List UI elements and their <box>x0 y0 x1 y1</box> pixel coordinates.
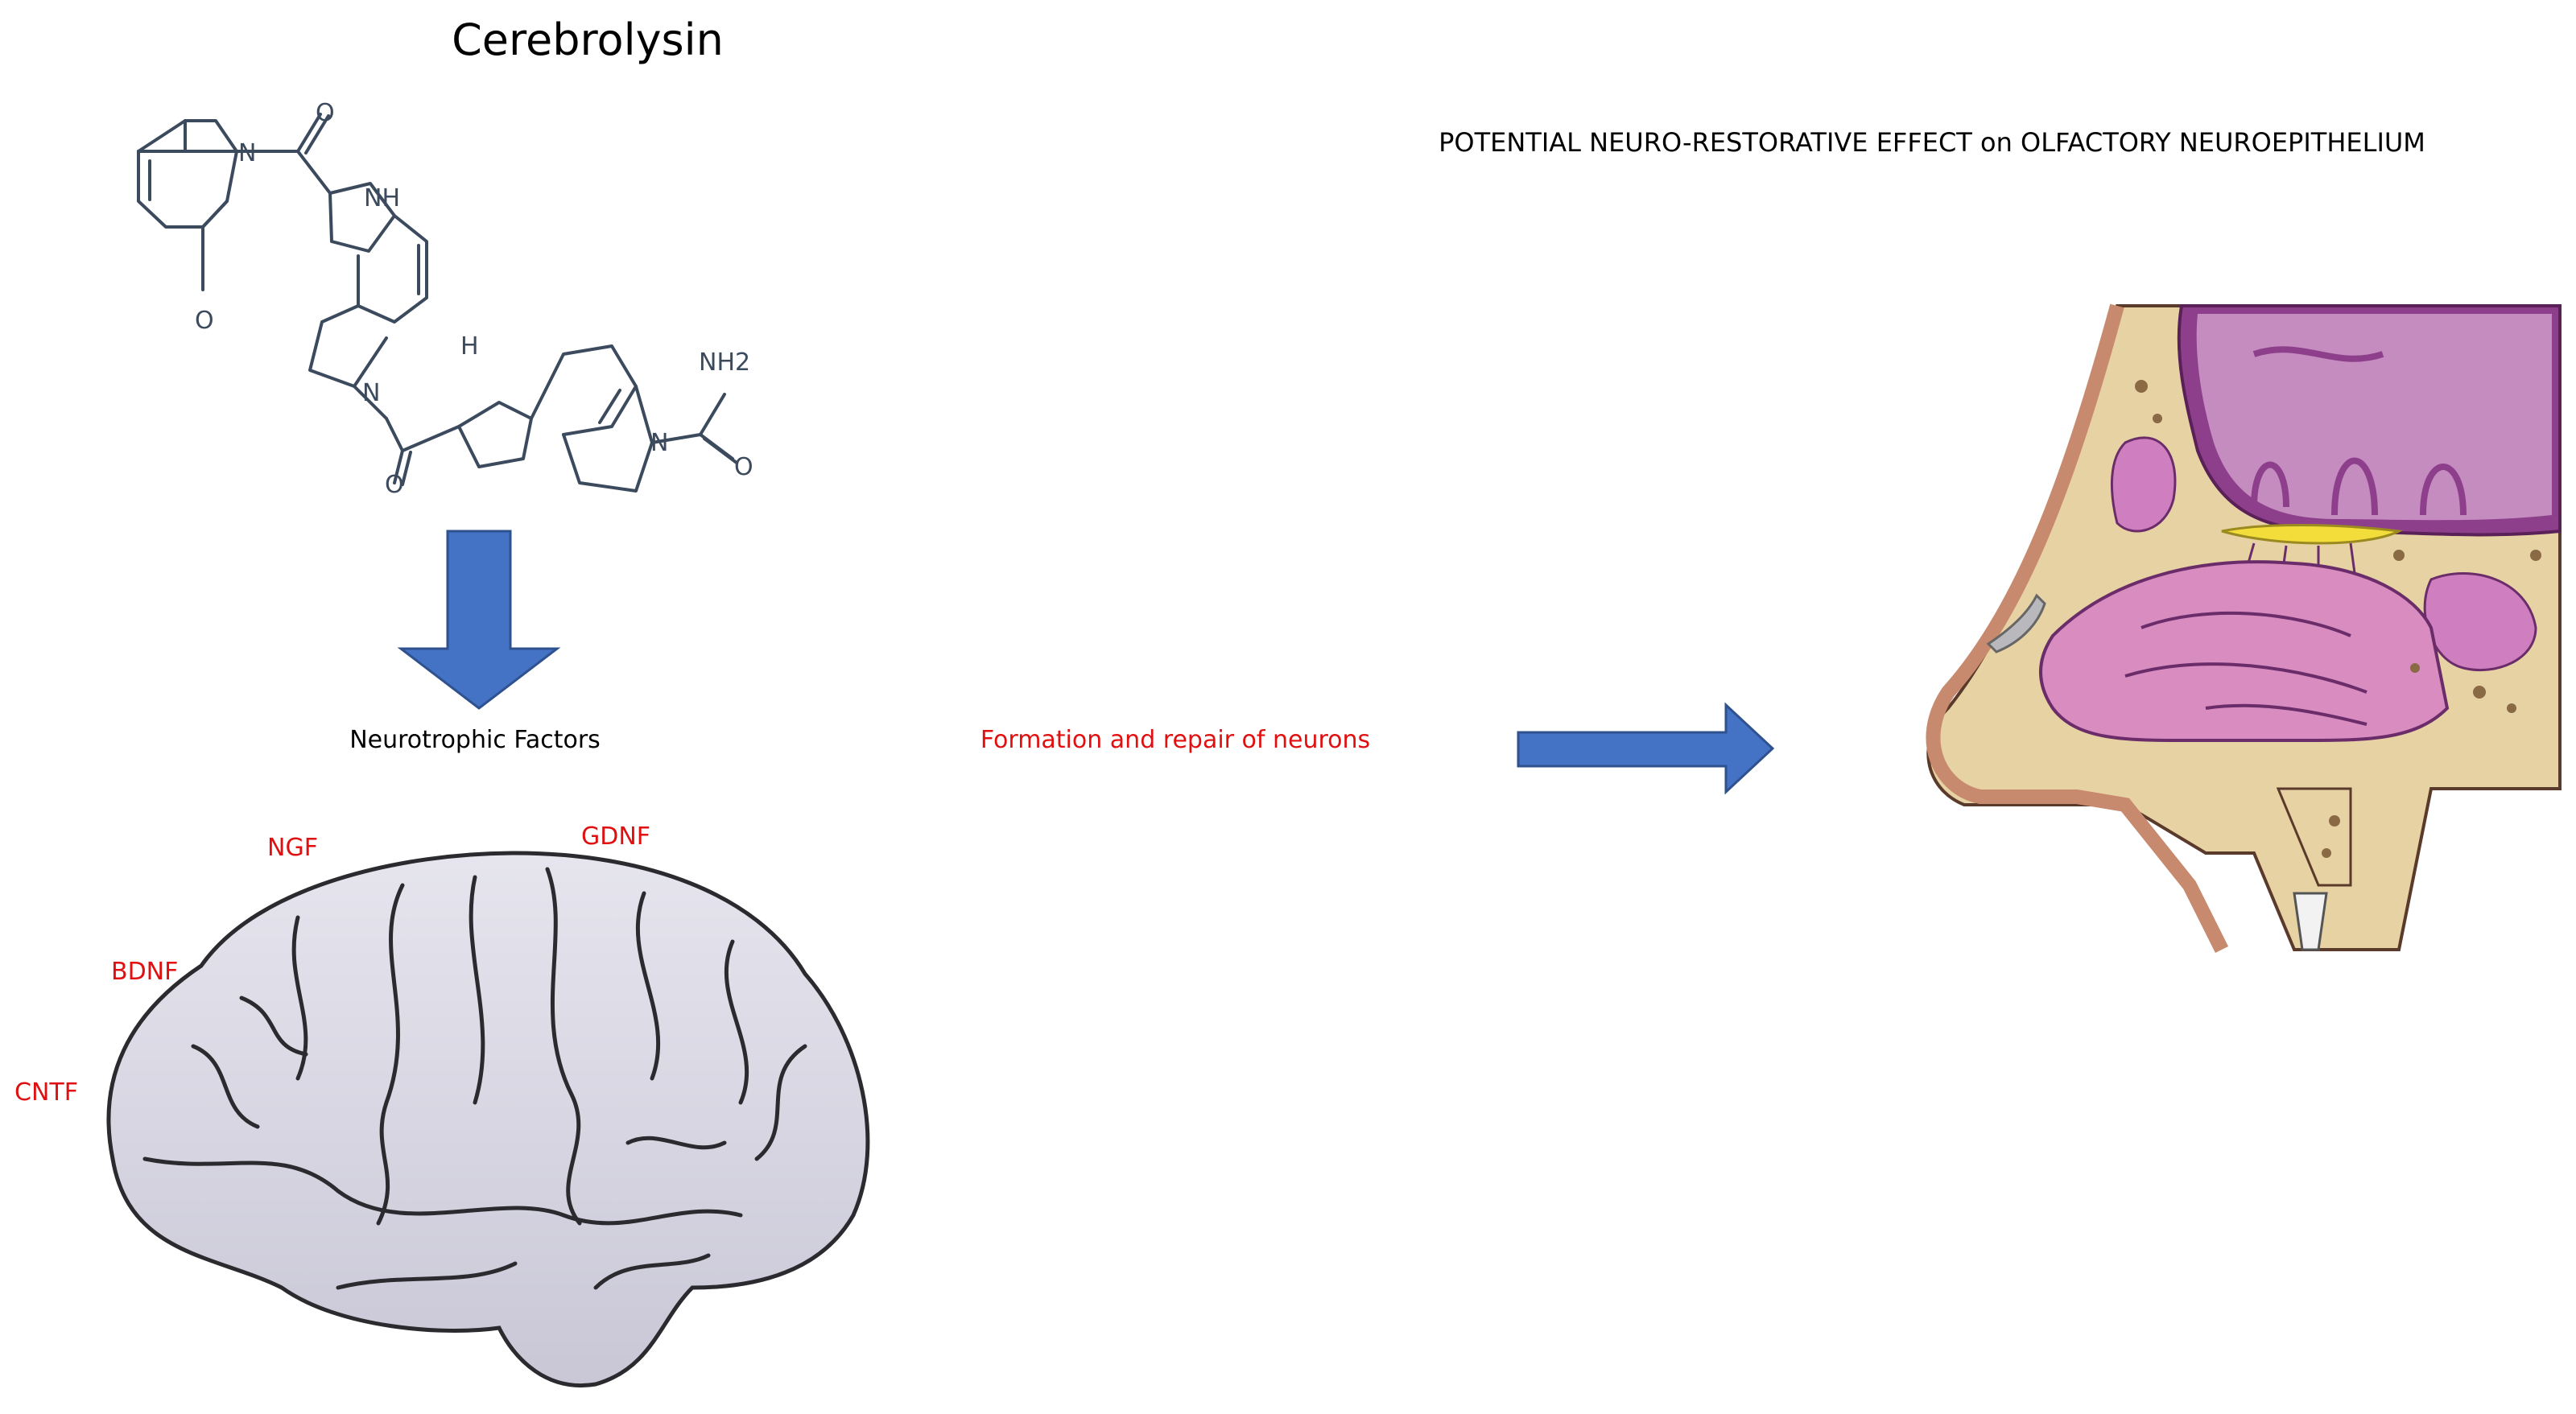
atom-n1: N <box>238 139 256 167</box>
factor-cntf: CNTF <box>14 1078 78 1107</box>
neurotrophic-factors-label: Neurotrophic Factors <box>349 726 601 754</box>
atom-o1: O <box>316 99 335 127</box>
atom-o4: O <box>734 453 753 481</box>
nasal-cavity-illustration <box>1926 303 2562 954</box>
factor-gdnf: GDNF <box>581 822 651 851</box>
factor-ngf: NGF <box>267 834 318 862</box>
atom-nh2: NH2 <box>699 348 750 377</box>
process-label: Formation and repair of neurons <box>980 726 1371 754</box>
atom-o3: O <box>385 471 404 499</box>
atom-n3: N <box>650 429 668 457</box>
atom-hn: H <box>460 332 479 361</box>
diagram-title: Cerebrolysin <box>452 14 724 65</box>
down-arrow-icon <box>397 530 561 710</box>
factor-bdnf: BDNF <box>111 958 179 986</box>
atom-n2: N <box>362 379 380 407</box>
atom-nh1: NH <box>364 184 400 212</box>
atom-o2: O <box>195 307 214 335</box>
right-arrow-icon <box>1517 702 1775 795</box>
brain-illustration <box>106 851 870 1387</box>
olfactory-heading: POTENTIAL NEURO-RESTORATIVE EFFECT on OL… <box>1439 127 2425 158</box>
